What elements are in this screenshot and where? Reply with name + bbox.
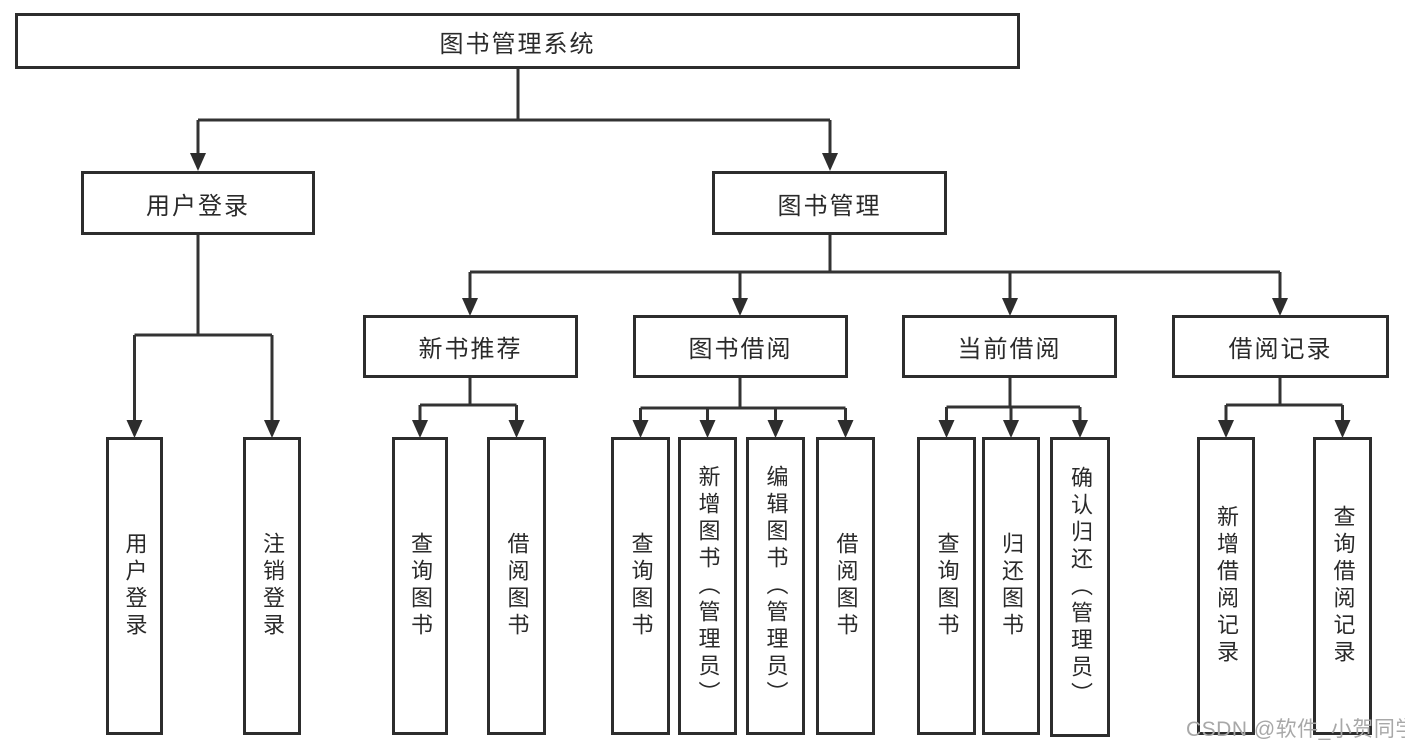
edge-book-borrow-split: [639, 378, 847, 422]
arrowhead: [126, 420, 143, 438]
leaf-add-book-admin: 新增图书（管理员）: [678, 437, 737, 735]
arrowhead: [699, 420, 716, 438]
arrowhead: [837, 420, 854, 438]
leaf-confirm-return-admin: 确认归还（管理员）: [1050, 437, 1110, 737]
arrowhead: [412, 420, 428, 438]
node-borrow-records: 借阅记录: [1172, 315, 1389, 378]
arrowhead: [1218, 420, 1234, 438]
arrowhead: [1003, 420, 1019, 438]
leaf-query-borrow-record: 查询借阅记录: [1313, 437, 1372, 735]
edge-borrow-records-split: [1224, 378, 1344, 422]
arrowhead: [822, 153, 838, 171]
leaf-borrow-books: 借阅图书: [816, 437, 875, 735]
arrowhead: [732, 298, 748, 316]
arrowhead: [1072, 420, 1088, 438]
node-root-library-system: 图书管理系统: [15, 13, 1020, 69]
leaf-query-books-current: 查询图书: [917, 437, 976, 735]
node-book-borrow: 图书借阅: [633, 315, 848, 378]
node-book-management: 图书管理: [712, 171, 947, 235]
arrowhead: [1334, 420, 1351, 438]
node-current-borrow: 当前借阅: [902, 315, 1117, 378]
leaf-edit-book-admin: 编辑图书（管理员）: [746, 437, 805, 735]
leaf-return-books: 归还图书: [982, 437, 1040, 735]
arrowhead: [1002, 298, 1018, 316]
node-new-book-recommend: 新书推荐: [363, 315, 578, 378]
leaf-borrow-books-recommend: 借阅图书: [487, 437, 546, 735]
leaf-query-books-recommend: 查询图书: [392, 437, 448, 735]
arrowhead: [938, 420, 955, 438]
leaf-logout: 注销登录: [243, 437, 301, 735]
edge-book-management-split: [468, 235, 1282, 300]
arrowhead: [508, 420, 525, 438]
node-user-login: 用户登录: [81, 171, 315, 235]
arrowhead: [767, 420, 784, 438]
arrowhead: [1272, 298, 1288, 316]
leaf-add-borrow-record: 新增借阅记录: [1197, 437, 1255, 735]
leaf-user-login: 用户登录: [106, 437, 163, 735]
csdn-watermark: CSDN @软件_小贺同学: [1186, 718, 1405, 741]
edge-user-login-split: [133, 235, 274, 422]
edge-current-borrow-split: [945, 378, 1082, 422]
arrowhead: [190, 153, 206, 171]
arrowhead: [462, 298, 478, 316]
arrowhead: [632, 420, 649, 438]
edge-new-book-split: [418, 378, 518, 422]
edge-root-split: [196, 69, 832, 155]
arrowhead: [264, 420, 280, 438]
leaf-query-books-borrow: 查询图书: [611, 437, 670, 735]
